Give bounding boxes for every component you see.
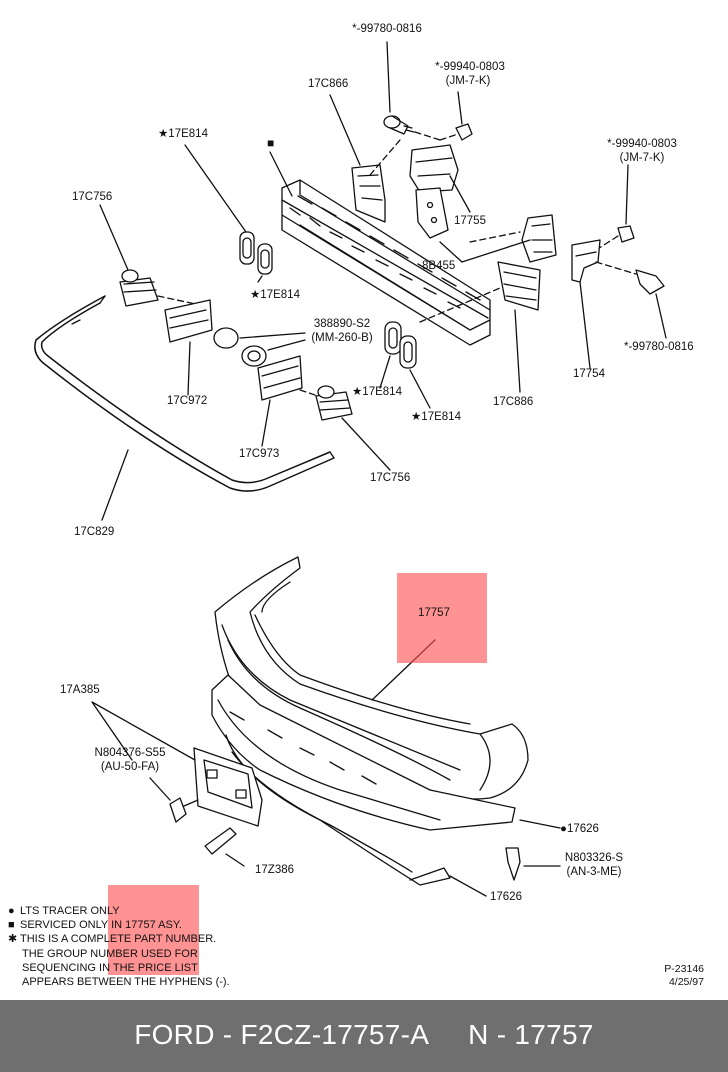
label-17e814-c: ★17E814 [352,386,402,398]
reference-block: P-23146 4/25/97 [664,963,704,989]
footer-part-number: FORD - F2CZ-17757-A N - 17757 [134,1019,594,1050]
nut-99940-right [595,164,635,251]
label-17626-a: ●17626 [560,823,599,835]
label-99780-right: *-99780-0816 [624,341,694,353]
label-388890-sub: (MM-260-B) [311,332,373,344]
label-17755: 17755 [454,215,486,227]
label-17c972: 17C972 [167,395,208,407]
label-n803326-sub: (AN-3-ME) [566,866,622,878]
label-17e814-b: ★17E814 [250,289,300,301]
absorber-17c756-right [299,385,391,471]
rivet-17z386 [204,827,245,867]
legend-line-3: THIS IS A COMPLETE PART NUMBER. [20,933,217,946]
label-17c866: 17C866 [308,78,349,90]
label-99940-right-sub: (JM-7-K) [619,152,665,164]
highlight-17757 [397,573,487,663]
legend-line-5: SEQUENCING IN THE PRICE LIST [22,961,198,974]
label-17c886: 17C886 [493,396,534,408]
legend: ● LTS TRACER ONLY ■ SERVICED ONLY IN 17757… [8,904,230,989]
isolators-17e814 [184,144,431,409]
label-17c973: 17C973 [239,448,280,460]
absorber-17c756-left [99,204,201,307]
footer-bar [0,1000,728,1072]
bracket-8b455 [439,214,557,263]
reference-code: P-23146 [664,963,704,975]
label-square-mark: ■ [267,136,275,150]
label-n804376-sub: (AU-50-FA) [100,761,160,773]
energy-absorber-17626 [211,674,561,897]
screw-n804376 [149,777,199,823]
bumper-cover-17757 [214,556,529,800]
label-17a385: 17A385 [60,684,100,696]
bracket-17754 [571,239,601,369]
bolt-99780-top [369,41,441,176]
legend-line-6: APPEARS BETWEEN THE HYPHENS (-). [22,976,230,989]
bolt-99780-right [595,261,667,339]
label-17e814-a: ★17E814 [158,128,208,140]
label-n804376: N804376-S55 [94,747,166,759]
license-bracket-17a385 [91,701,263,827]
bracket-17c866 [329,94,386,223]
bracket-17c973 [257,355,303,447]
legend-line-2: SERVICED ONLY IN 17757 ASY. [20,919,182,932]
label-17754: 17754 [573,368,605,380]
label-99780-top: *-99780-0816 [352,23,422,35]
label-17e814-d: ★17E814 [411,411,461,423]
label-8b455: 8B455 [422,260,456,272]
plugs-388890 [213,327,306,367]
label-99940-top: *-99940-0803 [435,61,505,73]
label-388890: 388890-S2 [313,318,371,330]
highlight-legend [108,885,199,975]
bracket-17755 [409,144,471,239]
label-99940-top-sub: (JM-7-K) [445,75,491,87]
label-17c829: 17C829 [74,526,115,538]
pushpin-n803326 [505,847,561,881]
bumper-strip-17c829 [34,295,335,521]
label-17626-b: 17626 [490,891,522,903]
label-n803326: N803326-S [564,852,624,864]
label-17z386: 17Z386 [255,864,295,876]
reference-date: 4/25/97 [668,976,704,988]
legend-line-4: THE GROUP NUMBER USED FOR [22,947,198,960]
legend-line-1: LTS TRACER ONLY [20,905,120,917]
bracket-17c886 [419,261,541,393]
label-17c756-a: 17C756 [72,191,113,203]
nut-99940-top [439,91,473,141]
label-17c756-b: 17C756 [370,472,411,484]
exploded-parts-diagram [34,41,667,897]
asterisk-symbol: ✱ [8,933,18,946]
label-17757: 17757 [418,607,450,619]
label-99940-right: *-99940-0803 [607,138,677,150]
bullet-symbol: ● [8,905,15,917]
square-symbol: ■ [8,919,15,932]
bracket-17c972 [164,299,213,396]
